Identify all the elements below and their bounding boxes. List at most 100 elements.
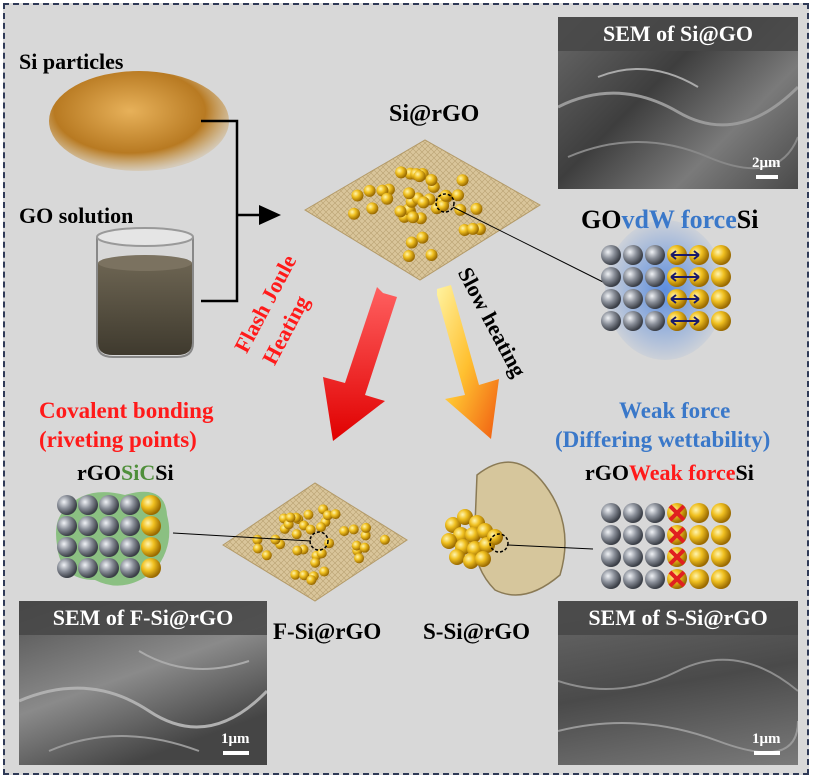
si-rgo-particle (417, 196, 430, 209)
vdw-sphere (711, 267, 731, 287)
sic-sphere (120, 558, 140, 578)
vdw-sphere (689, 245, 709, 265)
f-si-rgo-particle (310, 557, 321, 568)
si-rgo-particle (351, 189, 364, 202)
si-rgo-particle (458, 223, 471, 236)
s-si-rgo-zoom-line (506, 544, 594, 550)
si-rgo-particle (466, 222, 479, 235)
f-si-rgo-sheet (222, 482, 408, 602)
s-si-rgo-particle (465, 527, 481, 543)
weak-sphere (623, 503, 643, 523)
f-si-rgo-particle (290, 569, 301, 580)
f-si-rgo-particle (278, 513, 289, 524)
f-si-rgo-zoom-circle (309, 531, 329, 551)
s-si-rgo-particle (487, 529, 503, 545)
vdw-sphere (667, 267, 687, 287)
weak-right: Si (735, 460, 754, 485)
vdw-double-arrow (670, 272, 700, 282)
f-si-rgo-particle (298, 520, 309, 531)
f-si-rgo-particle (330, 509, 341, 520)
si-rgo-particle (456, 174, 469, 187)
weak-sphere-grid (601, 503, 731, 589)
si-rgo-particle (416, 167, 429, 180)
sic-sphere (141, 537, 161, 557)
f-si-rgo-particle (298, 544, 309, 555)
sic-sphere (57, 537, 77, 557)
sem-top-texture (558, 68, 798, 170)
si-rgo-particle (439, 189, 452, 202)
weak-sphere (601, 569, 621, 589)
s-si-rgo-particle (449, 549, 465, 565)
sem-bottom-right-texture (558, 658, 798, 754)
si-rgo-particle (394, 205, 407, 218)
f-si-rgo-particle (306, 575, 317, 586)
si-rgo-particle (403, 187, 416, 200)
vdw-sphere (601, 267, 621, 287)
f-si-rgo-particle (361, 522, 372, 533)
f-si-rgo-particle (339, 526, 350, 537)
f-si-rgo-particle (285, 512, 296, 523)
weak-force-label: Weak force (619, 398, 731, 423)
vdw-sphere (645, 289, 665, 309)
weak-sphere (623, 569, 643, 589)
sem-top-panel: SEM of Si@GO 2μm (558, 17, 798, 189)
weak-force-x-marks (668, 504, 686, 588)
vdw-sphere (689, 267, 709, 287)
vdw-right: Si (736, 205, 759, 234)
f-si-rgo-particle (348, 524, 359, 535)
f-si-rgo-particle (359, 542, 370, 553)
si-particles-pile (49, 71, 229, 171)
vdw-left: GO (581, 205, 622, 234)
s-si-rgo-zoom-circle (489, 533, 509, 553)
weak-sphere (645, 503, 665, 523)
si-rgo-particle (366, 202, 379, 215)
sic-sphere (78, 495, 98, 515)
s-si-rgo-particle (467, 541, 483, 557)
vdw-sphere (623, 267, 643, 287)
sic-sphere (120, 516, 140, 536)
s-si-rgo-particle (469, 515, 485, 531)
weak-sphere (645, 547, 665, 567)
s-si-rgo-crumpled-sheet (473, 461, 566, 596)
f-si-rgo-zoom-line (172, 532, 312, 542)
f-si-rgo-particle (351, 540, 362, 551)
weak-sphere (667, 503, 687, 523)
f-si-rgo-particle (252, 534, 263, 545)
vdw-sphere (645, 267, 665, 287)
f-si-rgo-particle (354, 553, 365, 564)
sic-sphere (57, 558, 77, 578)
vdw-interface-title: GOvdW forceSi (581, 205, 758, 235)
weak-sphere (623, 525, 643, 545)
si-rgo-particle (473, 223, 486, 236)
sic-sphere (141, 495, 161, 515)
si-rgo-particle (402, 203, 415, 216)
sic-sphere (57, 495, 77, 515)
si-rgo-particles (348, 166, 486, 263)
vdw-double-arrow (670, 316, 700, 326)
si-rgo-particle (398, 210, 411, 223)
si-rgo-zoom-circle (435, 193, 455, 213)
f-si-rgo-particle (275, 539, 286, 550)
si-rgo-particle (470, 202, 483, 215)
vdw-double-arrows (670, 250, 700, 326)
si-rgo-particle (405, 195, 418, 208)
sic-sphere (120, 495, 140, 515)
f-si-rgo-particle (319, 566, 330, 577)
f-si-rgo-label: F-Si@rGO (273, 619, 382, 644)
si-rgo-particle (425, 173, 438, 186)
weak-sphere (667, 525, 687, 545)
weak-sphere (689, 547, 709, 567)
slow-heating-label: Slow heating (452, 263, 532, 382)
f-si-rgo-particle (320, 517, 331, 528)
si-rgo-particle (440, 190, 453, 203)
f-si-rgo-particle (318, 504, 329, 515)
sem-bottom-left-panel: SEM of F-Si@rGO 1μm (19, 601, 267, 765)
s-si-rgo-particle (441, 533, 457, 549)
si-rgo-particle (404, 167, 417, 180)
weak-force-x-mark (668, 504, 686, 522)
vdw-sphere (667, 245, 687, 265)
sic-sphere (99, 537, 119, 557)
f-si-rgo-particle (305, 524, 316, 535)
sic-sphere (141, 558, 161, 578)
f-si-rgo-particle (322, 510, 333, 521)
